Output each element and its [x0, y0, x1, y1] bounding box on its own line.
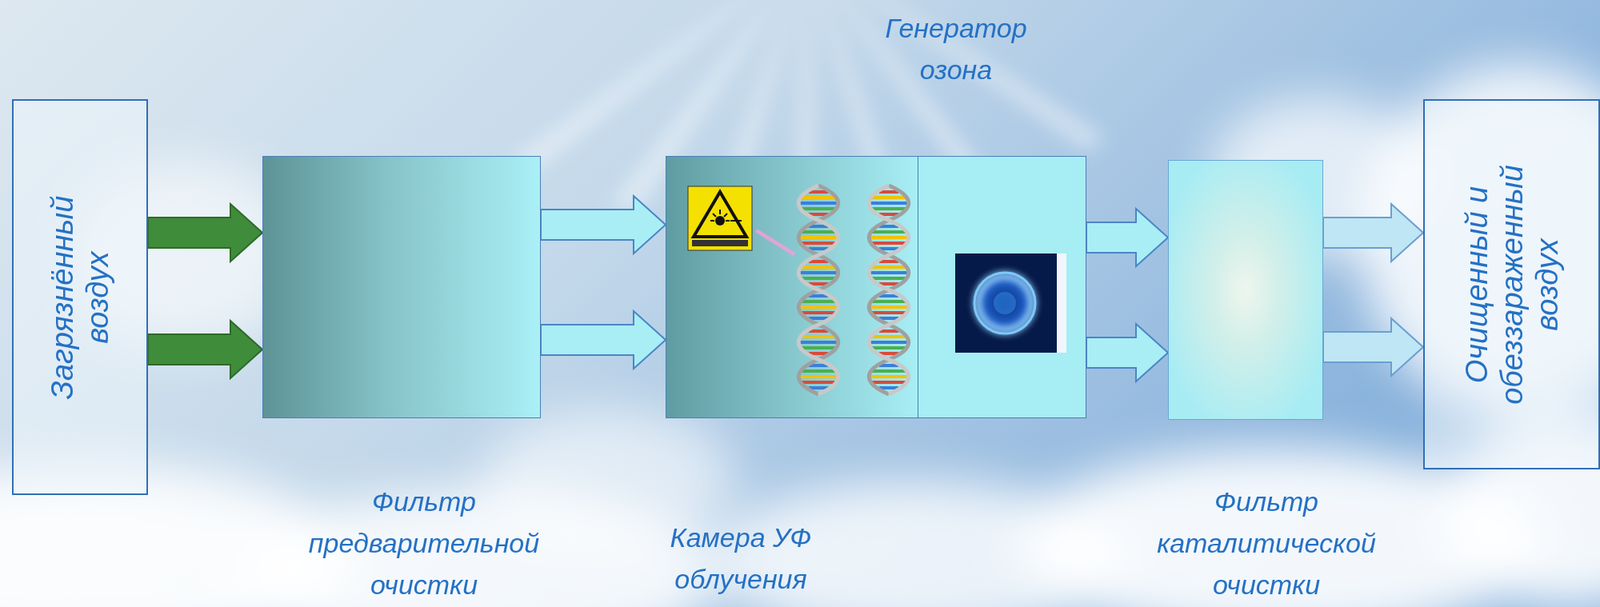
block-arrow: [148, 320, 263, 379]
box-label: Очищенный и обеззараженный воздух: [1459, 124, 1565, 445]
uv-beam: [756, 230, 795, 255]
uv-chamber-box: Камера УФ облучения: [665, 156, 919, 419]
stage-label: Фильтр предварительной очистки: [288, 480, 560, 606]
stage-label: Генератор озона: [868, 7, 1044, 91]
block-arrow: [1323, 204, 1424, 262]
stage-label: Камера УФ облучения: [652, 516, 829, 600]
block-arrow: [1086, 324, 1168, 382]
output-box: Очищенный и обеззараженный воздух: [1423, 99, 1600, 470]
block-arrow: [1323, 318, 1424, 376]
dna-helix: [798, 185, 839, 395]
block-arrow: [540, 196, 666, 254]
block-arrow: [540, 311, 666, 369]
ozone-illustration: [918, 156, 1087, 420]
uv-illustration: [666, 156, 920, 420]
laser-warning-sign: [688, 186, 752, 251]
dna-helix: [868, 185, 909, 395]
block-arrow: [148, 204, 263, 262]
catalytic-filter-box: Фильтр каталитической очистки: [1168, 160, 1324, 420]
clouds: [0, 64, 1600, 607]
box-label: Загрязнённый воздух: [44, 161, 116, 434]
ozone-generator-box: Генератор озона: [918, 156, 1087, 419]
prefilter-box: Фильтр предварительной очистки: [262, 156, 541, 419]
stage-label: Фильтр каталитической очистки: [1138, 480, 1395, 606]
block-arrow: [1086, 208, 1168, 267]
input-box: Загрязнённый воздух: [12, 99, 148, 496]
